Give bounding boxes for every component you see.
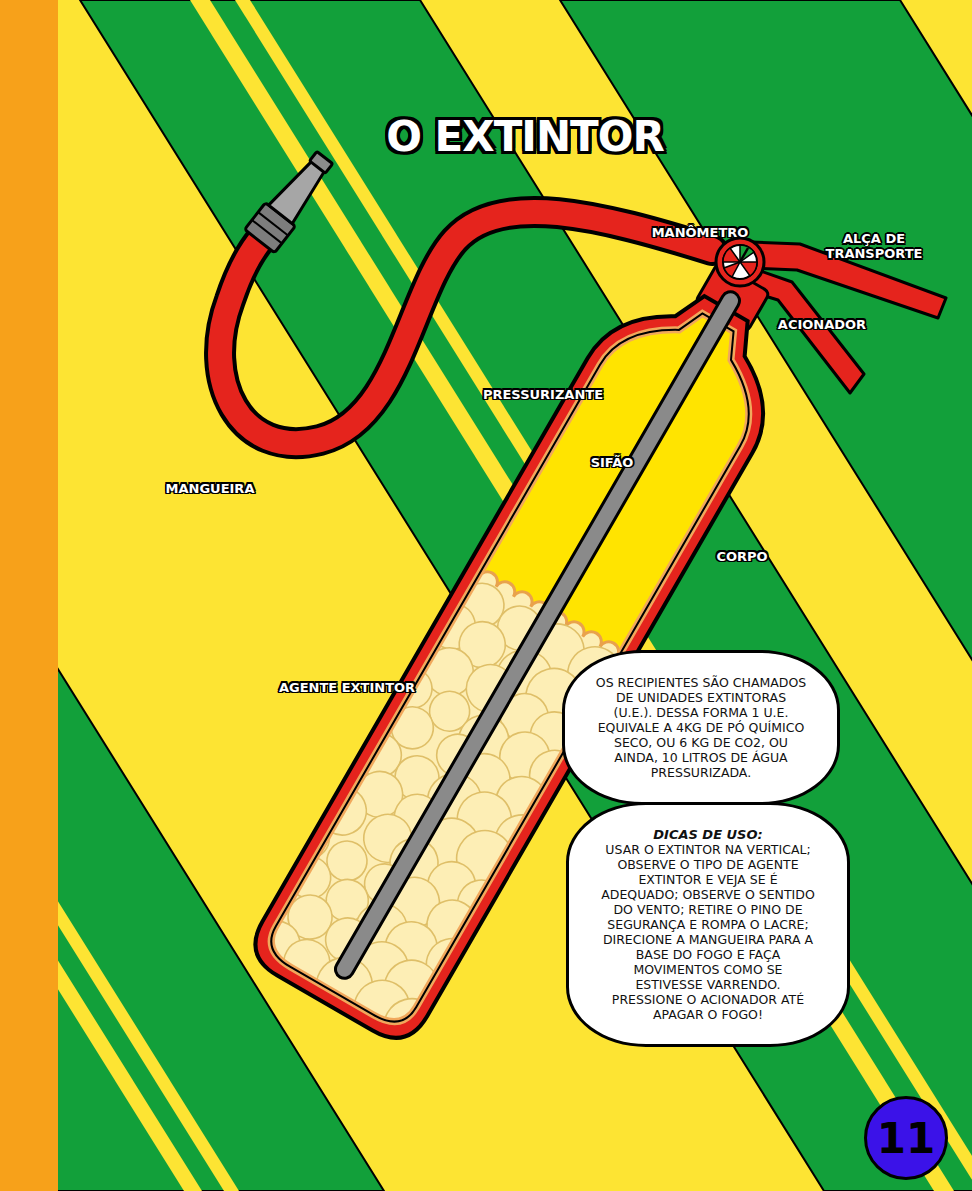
yellow-stripe — [0, 0, 239, 1191]
part-label: CORPO — [716, 549, 767, 564]
gauge-red-zone — [723, 248, 740, 262]
page-title: O EXTINTOR — [386, 112, 664, 161]
part-label: ACIONADOR — [778, 317, 866, 332]
gauge-red-zone — [740, 262, 757, 276]
gauge-face — [723, 245, 757, 279]
pressure-gauge — [716, 238, 764, 286]
node-text: USAR O EXTINTOR NA VERTICAL; OBSERVE O T… — [599, 842, 817, 1022]
agent-cloud — [374, 988, 450, 1064]
green-band — [0, 0, 384, 1191]
part-label: ALÇA DE TRANSPORTE — [819, 231, 929, 261]
part-label: SIFÃO — [591, 455, 634, 470]
part-label: MANGUEIRA — [166, 481, 255, 496]
node-text: 11 — [877, 1114, 935, 1163]
speech-bubble: OS RECIPIENTES SÃO CHAMADOS DE UNIDADES … — [562, 650, 840, 805]
node-text: DICAS DE USO: — [599, 827, 817, 842]
node-text: OS RECIPIENTES SÃO CHAMADOS DE UNIDADES … — [595, 675, 807, 780]
speech-bubble: DICAS DE USO:USAR O EXTINTOR NA VERTICAL… — [566, 802, 850, 1047]
gauge-green-zone — [740, 245, 754, 262]
yellow-stripe — [0, 0, 202, 1191]
page-number-circle: 11 — [864, 1096, 948, 1180]
side-strip — [0, 0, 58, 1191]
hose-nozzle — [245, 146, 340, 253]
part-label: MANÔMETRO — [652, 225, 749, 240]
part-label: PRESSURIZANTE — [483, 387, 603, 402]
gauge-rim — [716, 238, 764, 286]
extinguisher — [211, 214, 845, 1070]
nozzle-ridge — [252, 220, 282, 243]
part-label: AGENTE EXTINTOR — [279, 680, 415, 695]
nozzle-tip — [310, 151, 333, 173]
gauge-needle — [740, 248, 748, 262]
valve-levers — [752, 242, 946, 393]
gauge-red-zone — [724, 262, 740, 277]
